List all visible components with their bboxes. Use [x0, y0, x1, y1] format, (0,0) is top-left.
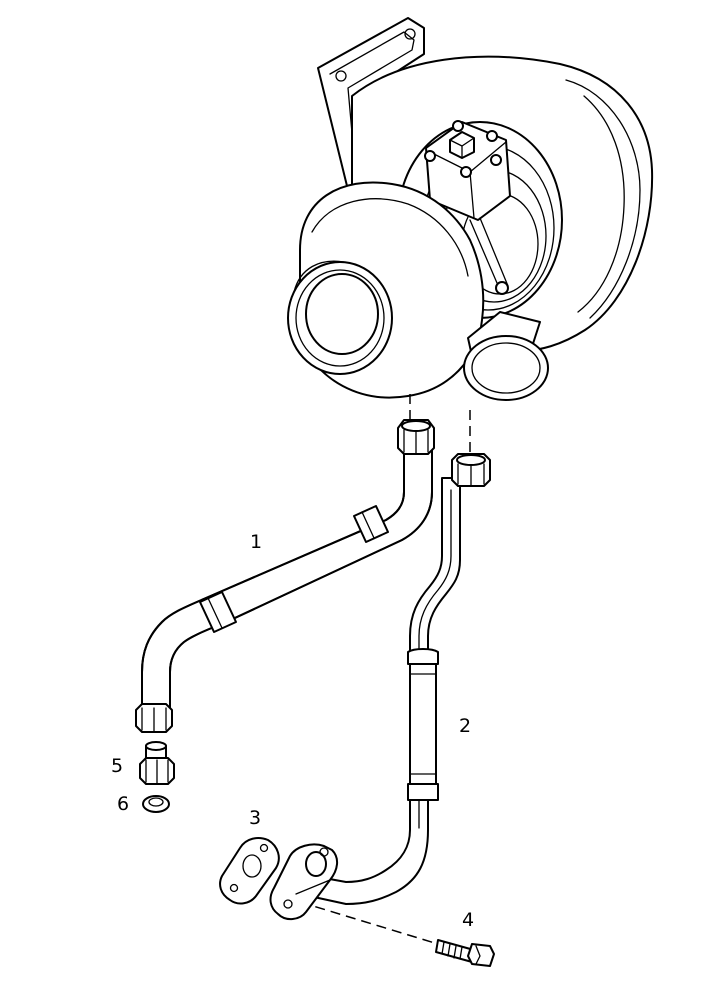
oil-line-2: [269, 453, 491, 920]
callout-6: 6: [117, 793, 129, 815]
turbocharger: [287, 17, 654, 401]
callout-5: 5: [111, 755, 123, 777]
fitting: [139, 741, 175, 785]
callout-2: 2: [459, 715, 471, 737]
callout-1: 1: [250, 531, 262, 553]
callout-4: 4: [462, 909, 474, 931]
compressor-outlet: [463, 335, 549, 401]
bolt: [435, 939, 495, 967]
oil-line-1: [135, 419, 435, 733]
alignment-line-4: [299, 901, 439, 945]
callout-3: 3: [249, 807, 261, 829]
sealing-washer: [142, 795, 170, 813]
gasket: [219, 837, 280, 905]
